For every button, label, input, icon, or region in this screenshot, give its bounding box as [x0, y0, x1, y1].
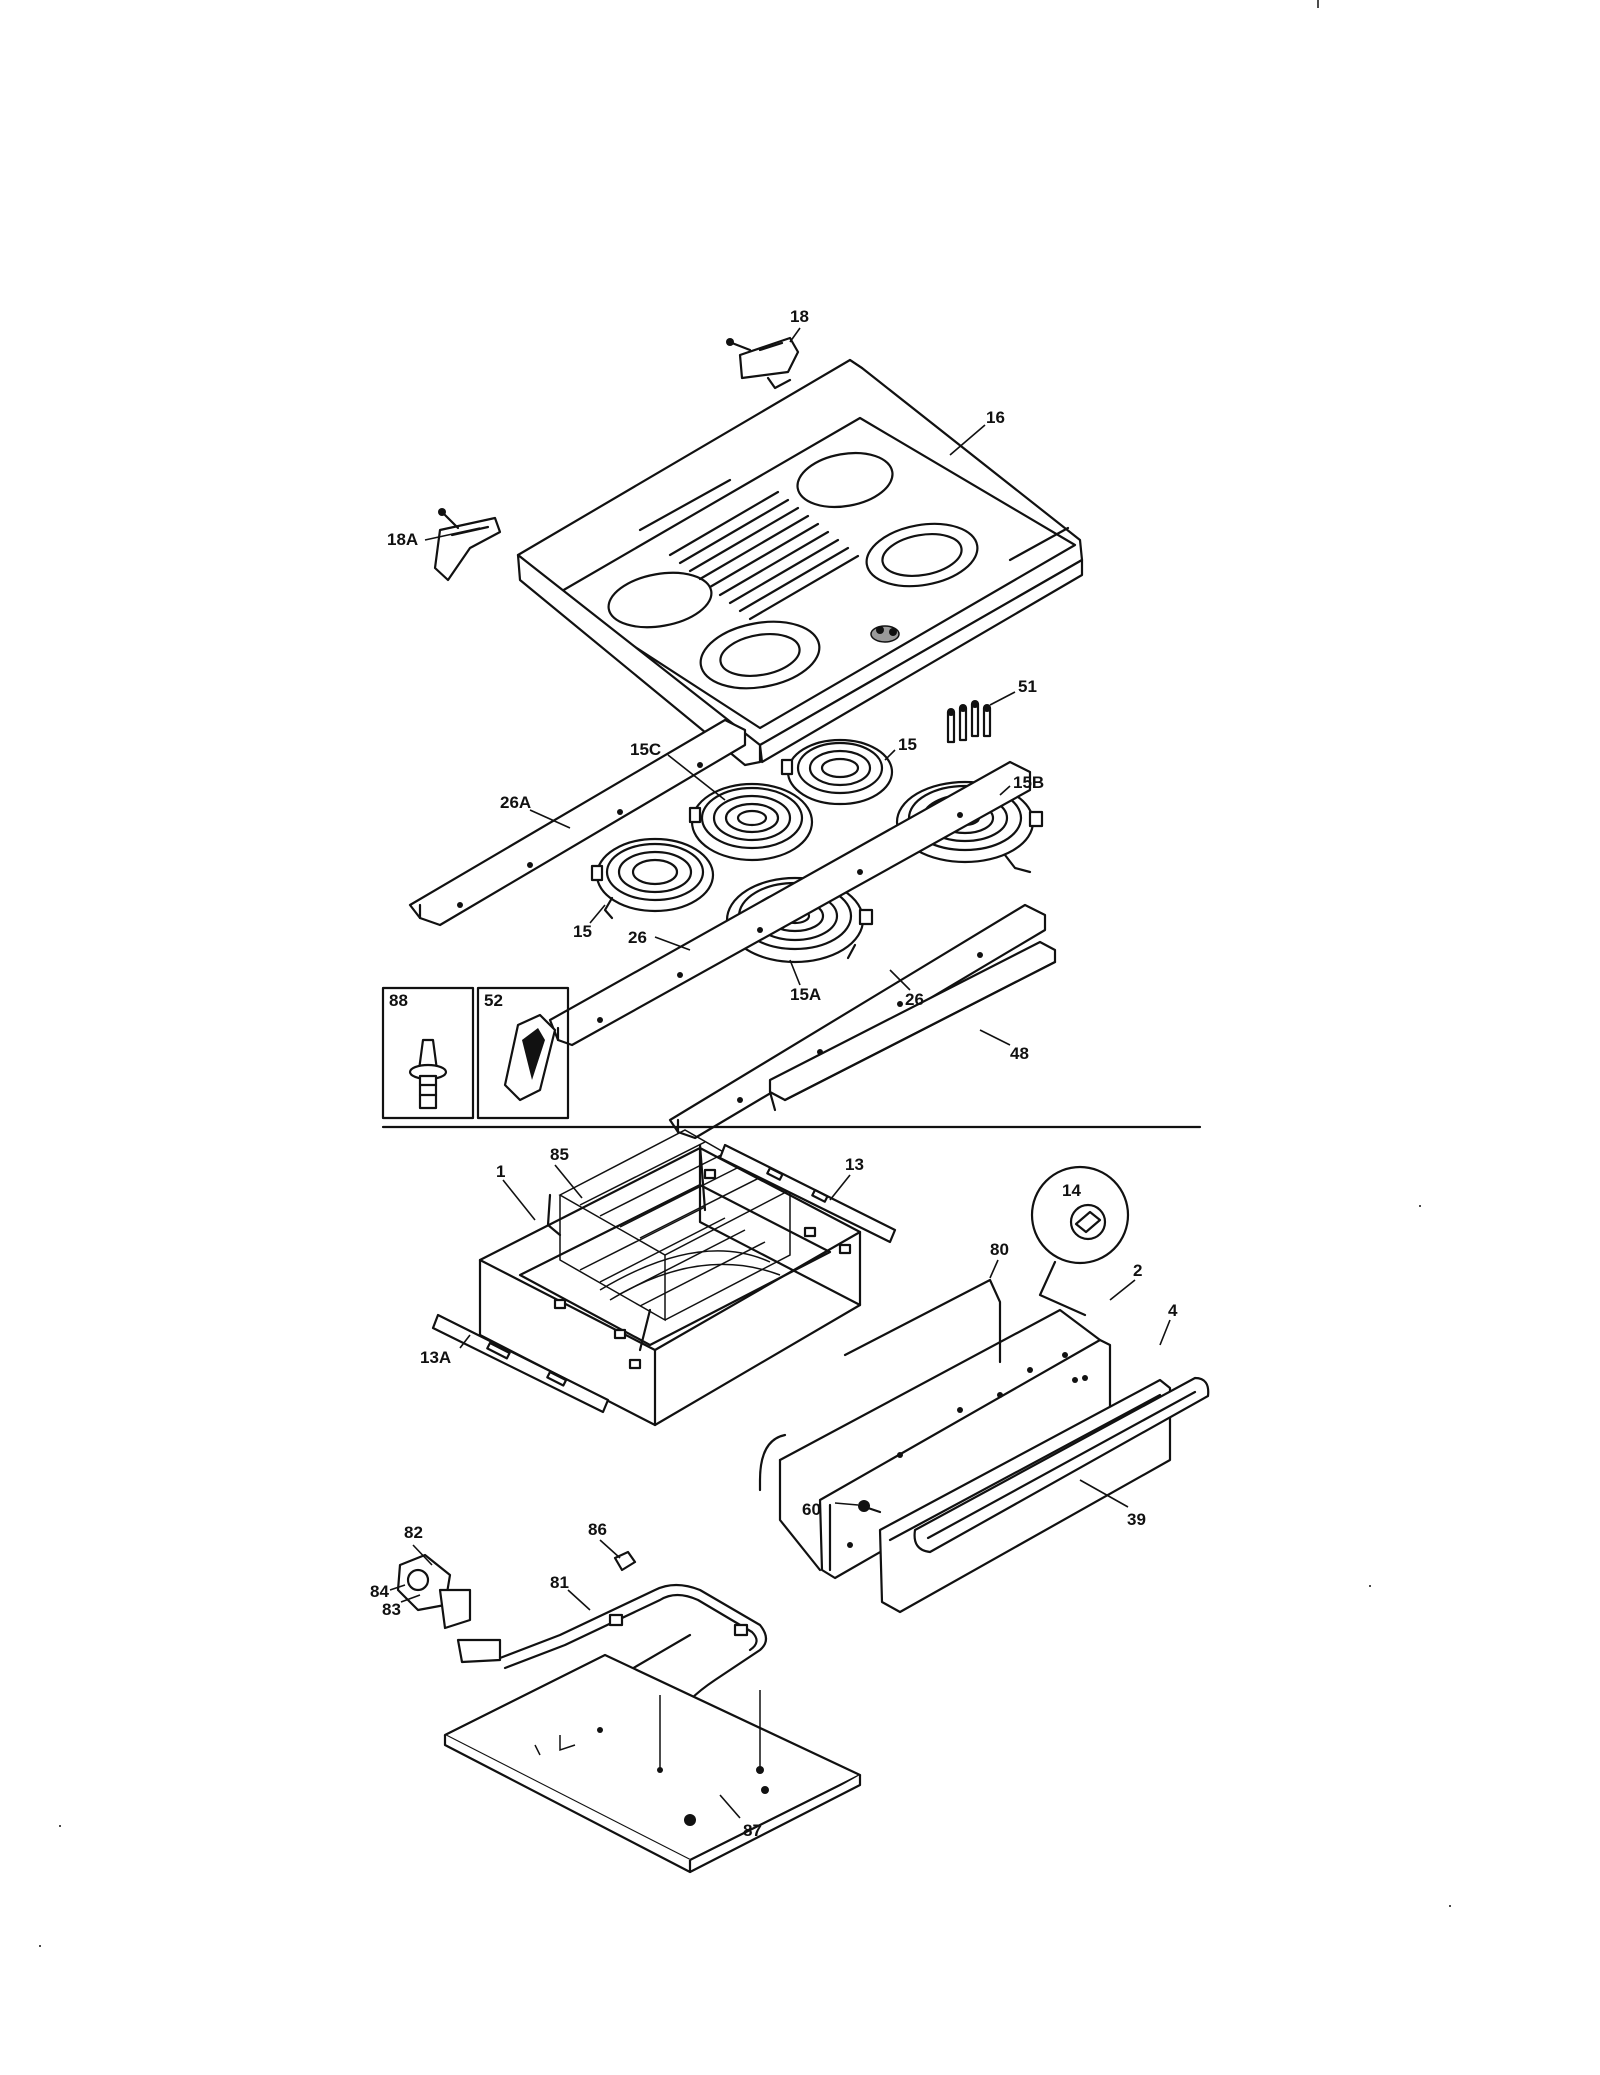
callout-18: 18: [790, 307, 809, 326]
part-18A-end-bracket: [433, 508, 502, 582]
part-26-support-bar-left: [548, 760, 1032, 1047]
callout-2: 2: [1133, 1261, 1142, 1280]
part-26A-support-bar: [408, 718, 747, 927]
inset-part-88: [381, 986, 475, 1120]
callout-14: 14: [1062, 1181, 1081, 1200]
callout-13A: 13A: [420, 1348, 451, 1367]
part-26-support-bar-right: [668, 903, 1047, 1140]
part-87-floor-pan: [443, 1653, 862, 1874]
callout-15C: 15C: [630, 740, 661, 759]
callout-84: 84: [370, 1582, 389, 1601]
callout-81: 81: [550, 1573, 569, 1592]
callout-15B: 15B: [1013, 773, 1044, 792]
callout-18A: 18A: [387, 530, 418, 549]
part-51-terminals: [946, 700, 992, 744]
part-60-screw: [858, 1500, 882, 1514]
callout-48: 48: [1010, 1044, 1029, 1063]
callout-26A: 26A: [500, 793, 531, 812]
vent-slots: [668, 490, 860, 621]
callout-86: 86: [588, 1520, 607, 1539]
part-86-clip: [613, 1550, 637, 1572]
part-15C-surface-element: [688, 782, 814, 862]
callout-87: 87: [743, 1821, 762, 1840]
scan-specks: [39, 0, 1451, 1947]
callout-13: 13: [845, 1155, 864, 1174]
part-2-drawer-front-inner: [778, 1308, 1112, 1580]
callout-1: 1: [496, 1162, 505, 1181]
inset-part-52: [476, 986, 570, 1120]
part-1-drawer-body: [478, 1146, 862, 1427]
callout-80: 80: [990, 1240, 1009, 1259]
part-39-handle: [913, 1376, 1210, 1554]
part-14-detail-circle: [1030, 1165, 1130, 1317]
part-16-cooktop: [516, 358, 1084, 767]
callout-4: 4: [1168, 1301, 1178, 1320]
callout-39: 39: [1127, 1510, 1146, 1529]
part-48-angle-strip: [768, 940, 1057, 1112]
callout-83: 83: [382, 1600, 401, 1619]
callout-52: 52: [484, 991, 503, 1010]
callout-60: 60: [802, 1500, 821, 1519]
leader-lines: [389, 327, 1171, 1819]
part-13A-drawer-slide: [431, 1313, 610, 1414]
callout-82: 82: [404, 1523, 423, 1542]
callout-51: 51: [1018, 677, 1037, 696]
part-15-surface-element-left: [590, 837, 715, 920]
callout-16: 16: [986, 408, 1005, 427]
part-82-receptacle: [396, 1553, 502, 1664]
callout-85: 85: [550, 1145, 569, 1164]
part-13-drawer-slide: [718, 1143, 897, 1244]
callout-labels: 18 16 18A 51 15C 15 15B 26A 15 26 15A 26…: [370, 307, 1178, 1840]
callout-15-top: 15: [898, 735, 917, 754]
callout-15-left: 15: [573, 922, 592, 941]
callout-26-right: 26: [905, 990, 924, 1009]
callout-88: 88: [389, 991, 408, 1010]
part-15-surface-element-top: [780, 738, 894, 806]
part-18-end-bracket: [726, 336, 800, 390]
part-80-gasket: [758, 1278, 1002, 1492]
callout-26-left: 26: [628, 928, 647, 947]
callout-15A: 15A: [790, 985, 821, 1004]
